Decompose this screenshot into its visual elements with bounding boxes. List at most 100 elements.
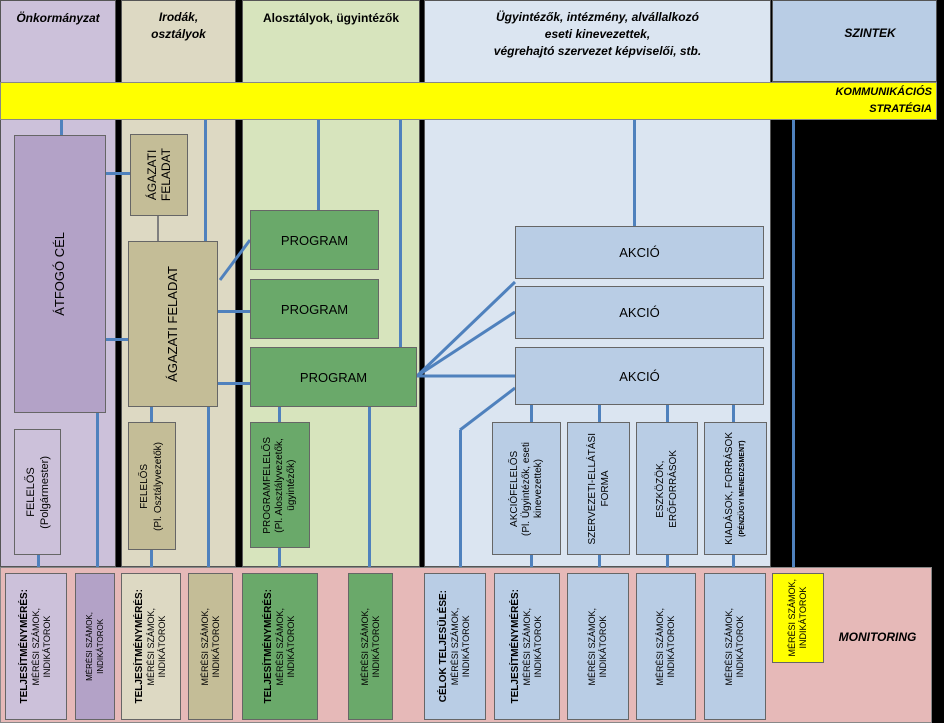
connector-line — [598, 555, 601, 575]
meresi-label: MÉRÉSI SZÁMOK, INDIKÁTOROK — [85, 612, 105, 681]
connector-line — [399, 120, 402, 348]
connector-line — [60, 120, 63, 135]
meresi-label: MÉRÉSI SZÁMOK, INDIKÁTOROK — [359, 607, 381, 686]
connector-line — [207, 405, 210, 575]
meresi-label: MÉRÉSI SZÁMOK, INDIKÁTOROK — [31, 607, 52, 686]
akciofelelos-label: AKCIÓFELELŐS (Pl. Ügyintézők, eseti kine… — [508, 441, 544, 536]
eszkozok-box: ESZKÖZÖK, ERŐFORRÁSOK — [636, 422, 698, 555]
meresi-label: MÉRÉSI SZÁMOK, INDIKÁTOROK — [522, 607, 543, 686]
meresi-label: MÉRÉSI SZÁMOK, INDIKÁTOROK — [655, 607, 676, 686]
monitoring-cell: TELJESÍTMÉNYMÉRÉS:MÉRÉSI SZÁMOK, INDIKÁT… — [5, 573, 67, 720]
teljesitmeny-label: TELJESÍTMÉNYMÉRÉS: — [263, 589, 274, 704]
connector-line — [218, 382, 250, 385]
connector-line — [204, 120, 207, 242]
connector-line — [666, 405, 669, 422]
felelos-osztalyvezetok-label: FELELŐS (Pl. Osztályvezetők) — [139, 441, 164, 531]
atfogo-cel-box: ÁTFOGÓ CÉL — [14, 135, 106, 413]
monitoring-cell: TELJESÍTMÉNYMÉRÉS:MÉRÉSI SZÁMOK, INDIKÁT… — [121, 573, 181, 720]
connector-line — [368, 405, 371, 575]
meresi-label: MÉRÉSI SZÁMOK, INDIKÁTOROK — [199, 607, 221, 686]
atfogo-cel-label: ÁTFOGÓ CÉL — [52, 232, 67, 316]
connector-line — [459, 430, 462, 575]
connector-program-akcio2 — [416, 310, 516, 378]
connector-line — [150, 550, 153, 575]
agazati-feladat-box: ÁGAZATI FELADAT — [128, 241, 218, 407]
monitoring-cell: TELJESÍTMÉNYMÉRÉS:MÉRÉSI SZÁMOK, INDIKÁT… — [494, 573, 560, 720]
connector-line — [598, 405, 601, 422]
monitoring-cell: MÉRÉSI SZÁMOK, INDIKÁTOROK — [636, 573, 696, 720]
program-box-3: PROGRAM — [250, 347, 417, 407]
header-alosztalyok: Alosztályok, ügyintézők — [262, 10, 400, 25]
teljesitmeny-label: TELJESÍTMÉNYMÉRÉS: — [510, 589, 521, 704]
monitoring-cell: MÉRÉSI SZÁMOK, INDIKÁTOROK — [772, 573, 824, 663]
program-box-1: PROGRAM — [250, 210, 379, 270]
program-label: PROGRAM — [280, 232, 349, 248]
programfelelos-label: PROGRAMFELELŐS (Pl. Alosztályvezetők, üg… — [262, 436, 297, 534]
meresi-label: MÉRÉSI SZÁMOK, INDIKÁTOROK — [450, 607, 471, 686]
kommunikacios-strategia-label: KOMMUNIKÁCIÓS STRATÉGIA — [835, 86, 932, 115]
header-ugyintezok: Ügyintézők, intézmény, alvállalkozó eset… — [493, 9, 702, 58]
szervezeti-box: SZERVEZETI-ELLÁTÁSI FORMA — [567, 422, 630, 555]
program-label: PROGRAM — [280, 301, 349, 317]
kiadasok-main: KIADÁSOK, FORRÁSOK — [723, 432, 735, 545]
header-irodak: Irodák, osztályok — [151, 10, 206, 41]
monitoring-cell: MÉRÉSI SZÁMOK, INDIKÁTOROK — [704, 573, 766, 720]
kiadasok-box: KIADÁSOK, FORRÁSOK (PÉNZÜGYI MENEDZSMENT… — [704, 422, 767, 555]
connector-line — [157, 215, 159, 241]
akcio-box-3: AKCIÓ — [515, 347, 764, 405]
connector-line — [317, 120, 320, 212]
monitoring-cell: TELJESÍTMÉNYMÉRÉS:MÉRÉSI SZÁMOK, INDIKÁT… — [242, 573, 318, 720]
header-szintek: SZINTEK — [844, 25, 896, 40]
celok-label: CÉLOK TELJESÜLÉSE: — [438, 590, 449, 703]
meresi-label: MÉRÉSI SZÁMOK, INDIKÁTOROK — [275, 607, 296, 686]
monitoring-cell: MÉRÉSI SZÁMOK, INDIKÁTOROK — [567, 573, 629, 720]
kommunikacios-strategia-bar: KOMMUNIKÁCIÓS STRATÉGIA — [0, 82, 937, 120]
program-label: PROGRAM — [299, 369, 368, 385]
monitoring-label: MONITORING — [838, 630, 917, 644]
connector-line — [278, 405, 281, 422]
connector-line — [37, 555, 40, 575]
connector-line — [530, 405, 533, 422]
monitoring-cell: MÉRÉSI SZÁMOK, INDIKÁTOROK — [188, 573, 233, 720]
connector-line — [278, 548, 281, 575]
connector-line — [666, 555, 669, 575]
connector-program-agazati — [218, 239, 252, 281]
akcio-label: AKCIÓ — [619, 368, 660, 384]
connector-line — [150, 405, 153, 425]
meresi-label: MÉRÉSI SZÁMOK, INDIKÁTOROK — [724, 607, 745, 686]
monitoring-cell: CÉLOK TELJESÜLÉSE:MÉRÉSI SZÁMOK, INDIKÁT… — [424, 573, 486, 720]
connector-line — [106, 338, 130, 341]
connector-line — [106, 172, 130, 175]
connector-program-akcio1 — [415, 280, 517, 378]
akcio-box-1: AKCIÓ — [515, 226, 764, 279]
header-onkormanyzat: Önkormányzat — [16, 10, 100, 25]
agazati-feladat-small-box: ÁGAZATI FELADAT — [130, 134, 188, 216]
column-szintek — [772, 0, 937, 82]
felelos-polgarmester-box: FELELŐS (Polgármester) — [14, 429, 61, 555]
agazati-feladat-small-label: ÁGAZATI FELADAT — [145, 148, 173, 202]
teljesitmeny-label: TELJESÍTMÉNYMÉRÉS: — [134, 589, 145, 704]
kiadasok-sub: (PÉNZÜGYI MENEDZSMENT) — [738, 440, 746, 537]
connector-line — [732, 405, 735, 422]
eszkozok-label: ESZKÖZÖK, ERŐFORRÁSOK — [655, 449, 679, 528]
kiadasok-label: KIADÁSOK, FORRÁSOK (PÉNZÜGYI MENEDZSMENT… — [710, 432, 762, 545]
program-box-2: PROGRAM — [250, 279, 379, 339]
monitoring-cell: MÉRÉSI SZÁMOK, INDIKÁTOROK — [348, 573, 393, 720]
connector-akcio-celok — [459, 386, 516, 432]
connector-line — [792, 120, 795, 575]
connector-line — [633, 120, 636, 226]
programfelelos-box: PROGRAMFELELŐS (Pl. Alosztályvezetők, üg… — [250, 422, 310, 548]
akcio-label: AKCIÓ — [619, 305, 660, 320]
szervezeti-label: SZERVEZETI-ELLÁTÁSI FORMA — [586, 432, 611, 545]
teljesitmeny-label: TELJESÍTMÉNYMÉRÉS: — [19, 589, 30, 704]
connector-line — [218, 310, 250, 313]
connector-line — [530, 555, 533, 575]
meresi-label: MÉRÉSI SZÁMOK, INDIKÁTOROK — [587, 607, 608, 686]
connector-line — [96, 410, 99, 575]
akcio-box-2: AKCIÓ — [515, 286, 764, 339]
felelos-osztalyvezetok-box: FELELŐS (Pl. Osztályvezetők) — [128, 422, 176, 550]
akcio-label: AKCIÓ — [619, 245, 660, 260]
meresi-label: MÉRÉSI SZÁMOK, INDIKÁTOROK — [146, 607, 167, 686]
felelos-polgarmester-label: FELELŐS (Polgármester) — [24, 455, 51, 529]
